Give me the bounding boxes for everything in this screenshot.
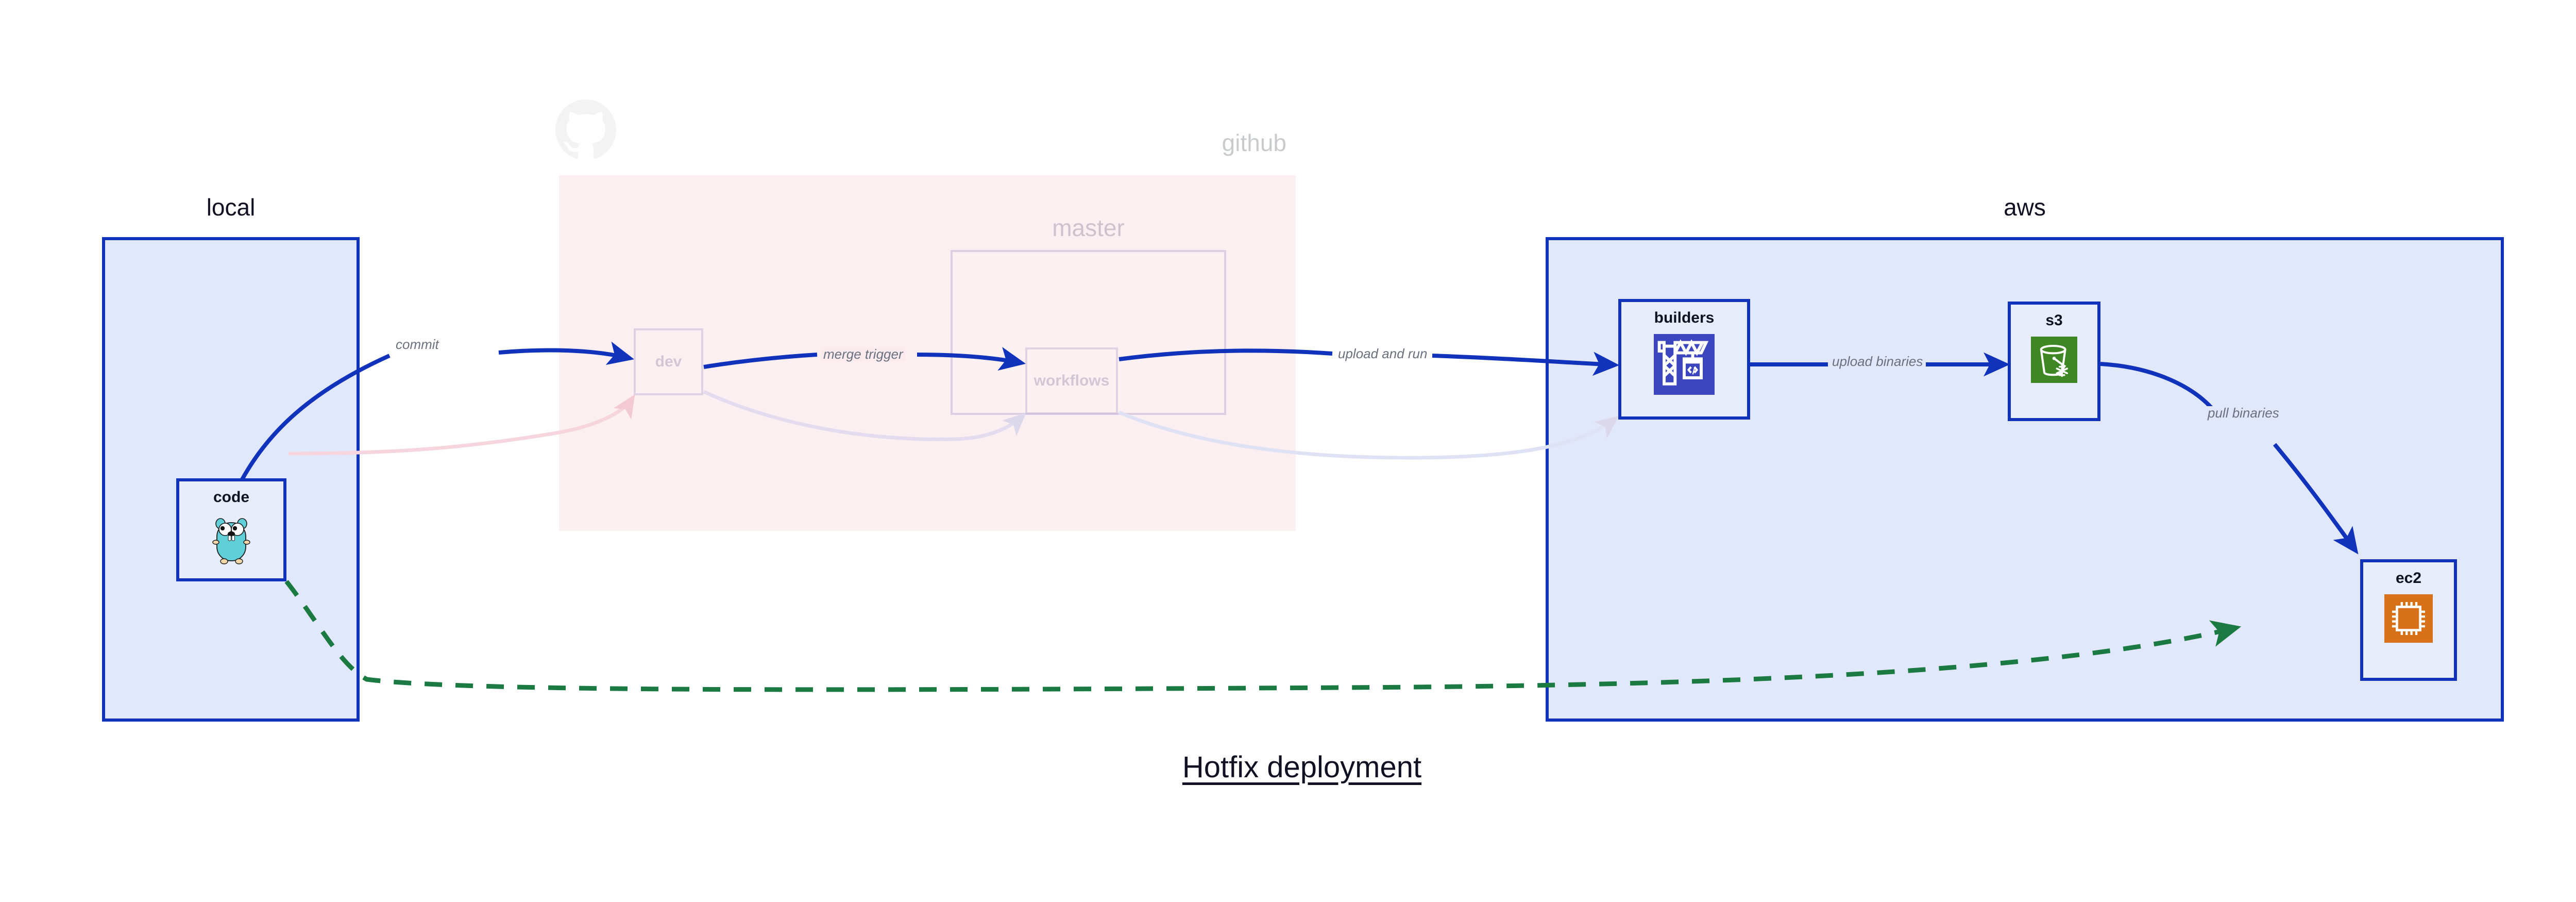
- edge-commit: [240, 341, 635, 480]
- node-workflows-label: workflows: [1033, 372, 1110, 389]
- go-gopher-icon: [210, 513, 253, 567]
- edge-hotfix-dashed: [284, 580, 2242, 692]
- codebuild-icon: [1654, 334, 1715, 395]
- edge-label-upload-binaries: upload binaries: [1830, 354, 1925, 369]
- node-dev-label: dev: [655, 353, 682, 370]
- container-master-label: master: [1052, 214, 1125, 241]
- diagram-title: Hotfix deployment: [1182, 750, 1422, 784]
- container-github-label: github: [1222, 129, 1286, 156]
- edge-label-pull-binaries: pull binaries: [2206, 406, 2281, 421]
- edge-pull-binaries: [2100, 362, 2359, 555]
- node-ec2-label: ec2: [2395, 570, 2422, 587]
- edge-label-merge-trigger: merge trigger: [821, 347, 905, 362]
- ec2-chip-icon: [2384, 594, 2433, 643]
- node-code-label: code: [213, 489, 250, 506]
- container-local-label: local: [206, 194, 256, 221]
- node-builders-label: builders: [1654, 309, 1715, 326]
- container-master: [951, 250, 1226, 415]
- edge-upload-and-run: [1118, 348, 1620, 376]
- node-s3[interactable]: s3: [2008, 302, 2100, 421]
- github-octocat-icon: [555, 99, 616, 160]
- node-ec2[interactable]: ec2: [2360, 559, 2457, 681]
- node-builders[interactable]: builders: [1618, 299, 1750, 420]
- node-workflows[interactable]: workflows: [1025, 347, 1118, 414]
- edge-label-commit: commit: [394, 337, 441, 352]
- s3-bucket-icon: [2031, 337, 2077, 383]
- node-dev[interactable]: dev: [634, 328, 703, 395]
- container-aws-label: aws: [2004, 194, 2046, 221]
- node-code[interactable]: code: [176, 478, 286, 581]
- faded-edge-group: [288, 390, 1619, 460]
- edge-merge-trigger: [703, 347, 1026, 371]
- edge-label-upload-and-run: upload and run: [1336, 346, 1430, 361]
- node-s3-label: s3: [2045, 312, 2063, 329]
